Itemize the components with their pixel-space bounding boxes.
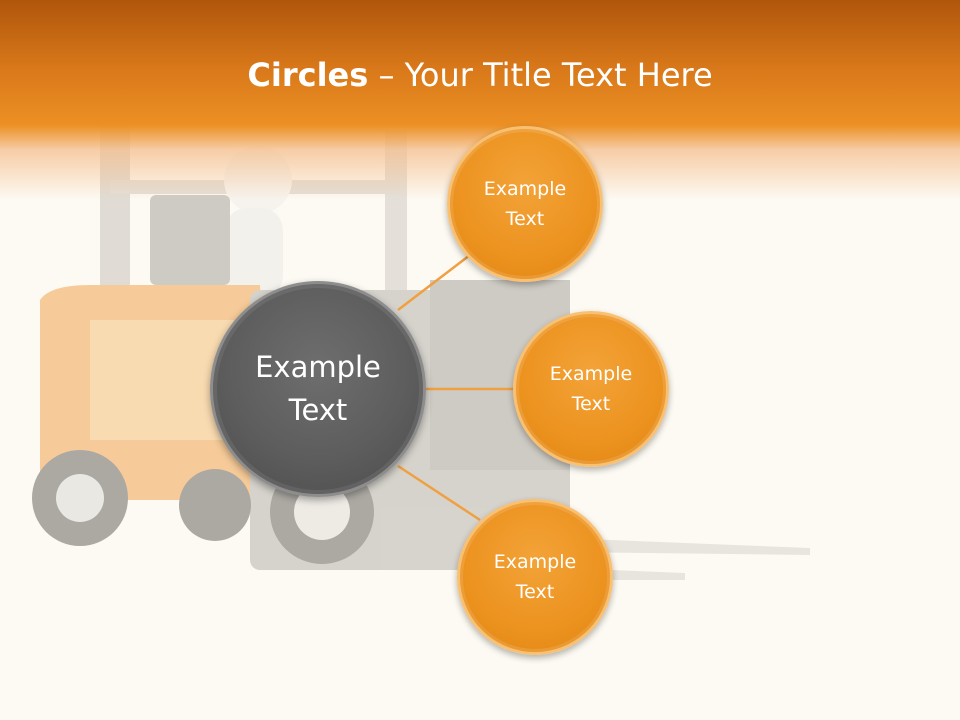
satellite-top-text: Example Text <box>484 174 566 234</box>
center-line-1: Example <box>255 350 381 384</box>
satellite-top-line-2: Text <box>505 208 545 230</box>
center-circle[interactable]: Example Text <box>210 281 426 497</box>
satellite-circle-middle[interactable]: Example Text <box>513 311 669 467</box>
title-bold: Circles <box>247 56 369 94</box>
satellite-bottom-text: Example Text <box>494 547 576 607</box>
connector-bottom <box>397 464 481 522</box>
satellite-middle-line-1: Example <box>549 363 633 385</box>
satellite-circle-top[interactable]: Example Text <box>447 126 603 282</box>
slide-title: Circles – Your Title Text Here <box>0 55 960 95</box>
title-rest: – Your Title Text Here <box>368 56 713 94</box>
center-circle-text: Example Text <box>255 346 381 432</box>
satellite-top-line-1: Example <box>483 178 567 200</box>
satellite-circle-bottom[interactable]: Example Text <box>457 499 613 655</box>
satellite-bottom-line-2: Text <box>515 581 555 603</box>
satellite-bottom-line-1: Example <box>493 551 577 573</box>
satellite-middle-text: Example Text <box>550 359 632 419</box>
satellite-middle-line-2: Text <box>571 393 611 415</box>
center-line-2: Text <box>288 393 348 427</box>
connector-top <box>397 254 471 311</box>
